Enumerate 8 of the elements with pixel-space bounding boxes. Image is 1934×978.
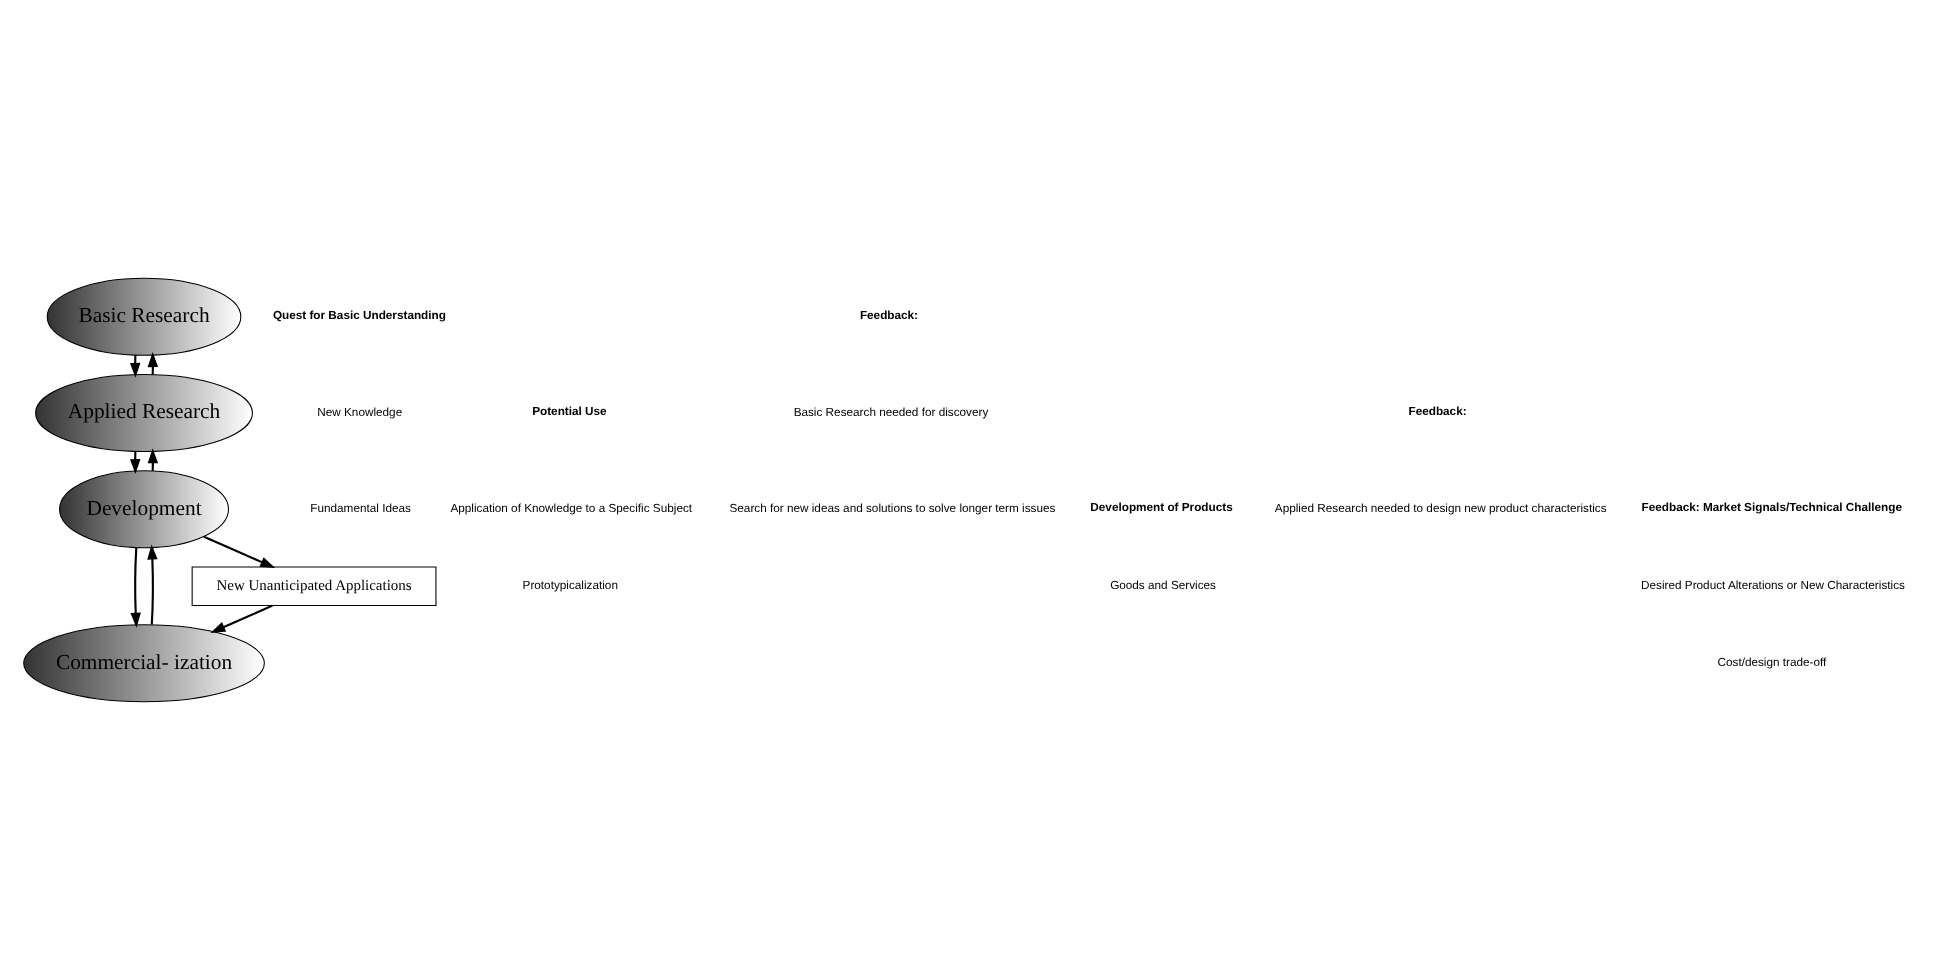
node-ellipse: Development bbox=[59, 469, 230, 548]
arrow bbox=[210, 603, 273, 632]
node-ellipse: Basic Research bbox=[46, 276, 242, 355]
arrow bbox=[147, 543, 158, 624]
arrow bbox=[130, 546, 141, 627]
node-box: New Unanticipated Applications bbox=[191, 565, 437, 606]
arrow bbox=[203, 534, 276, 568]
node-ellipse: Applied Research bbox=[35, 372, 253, 452]
